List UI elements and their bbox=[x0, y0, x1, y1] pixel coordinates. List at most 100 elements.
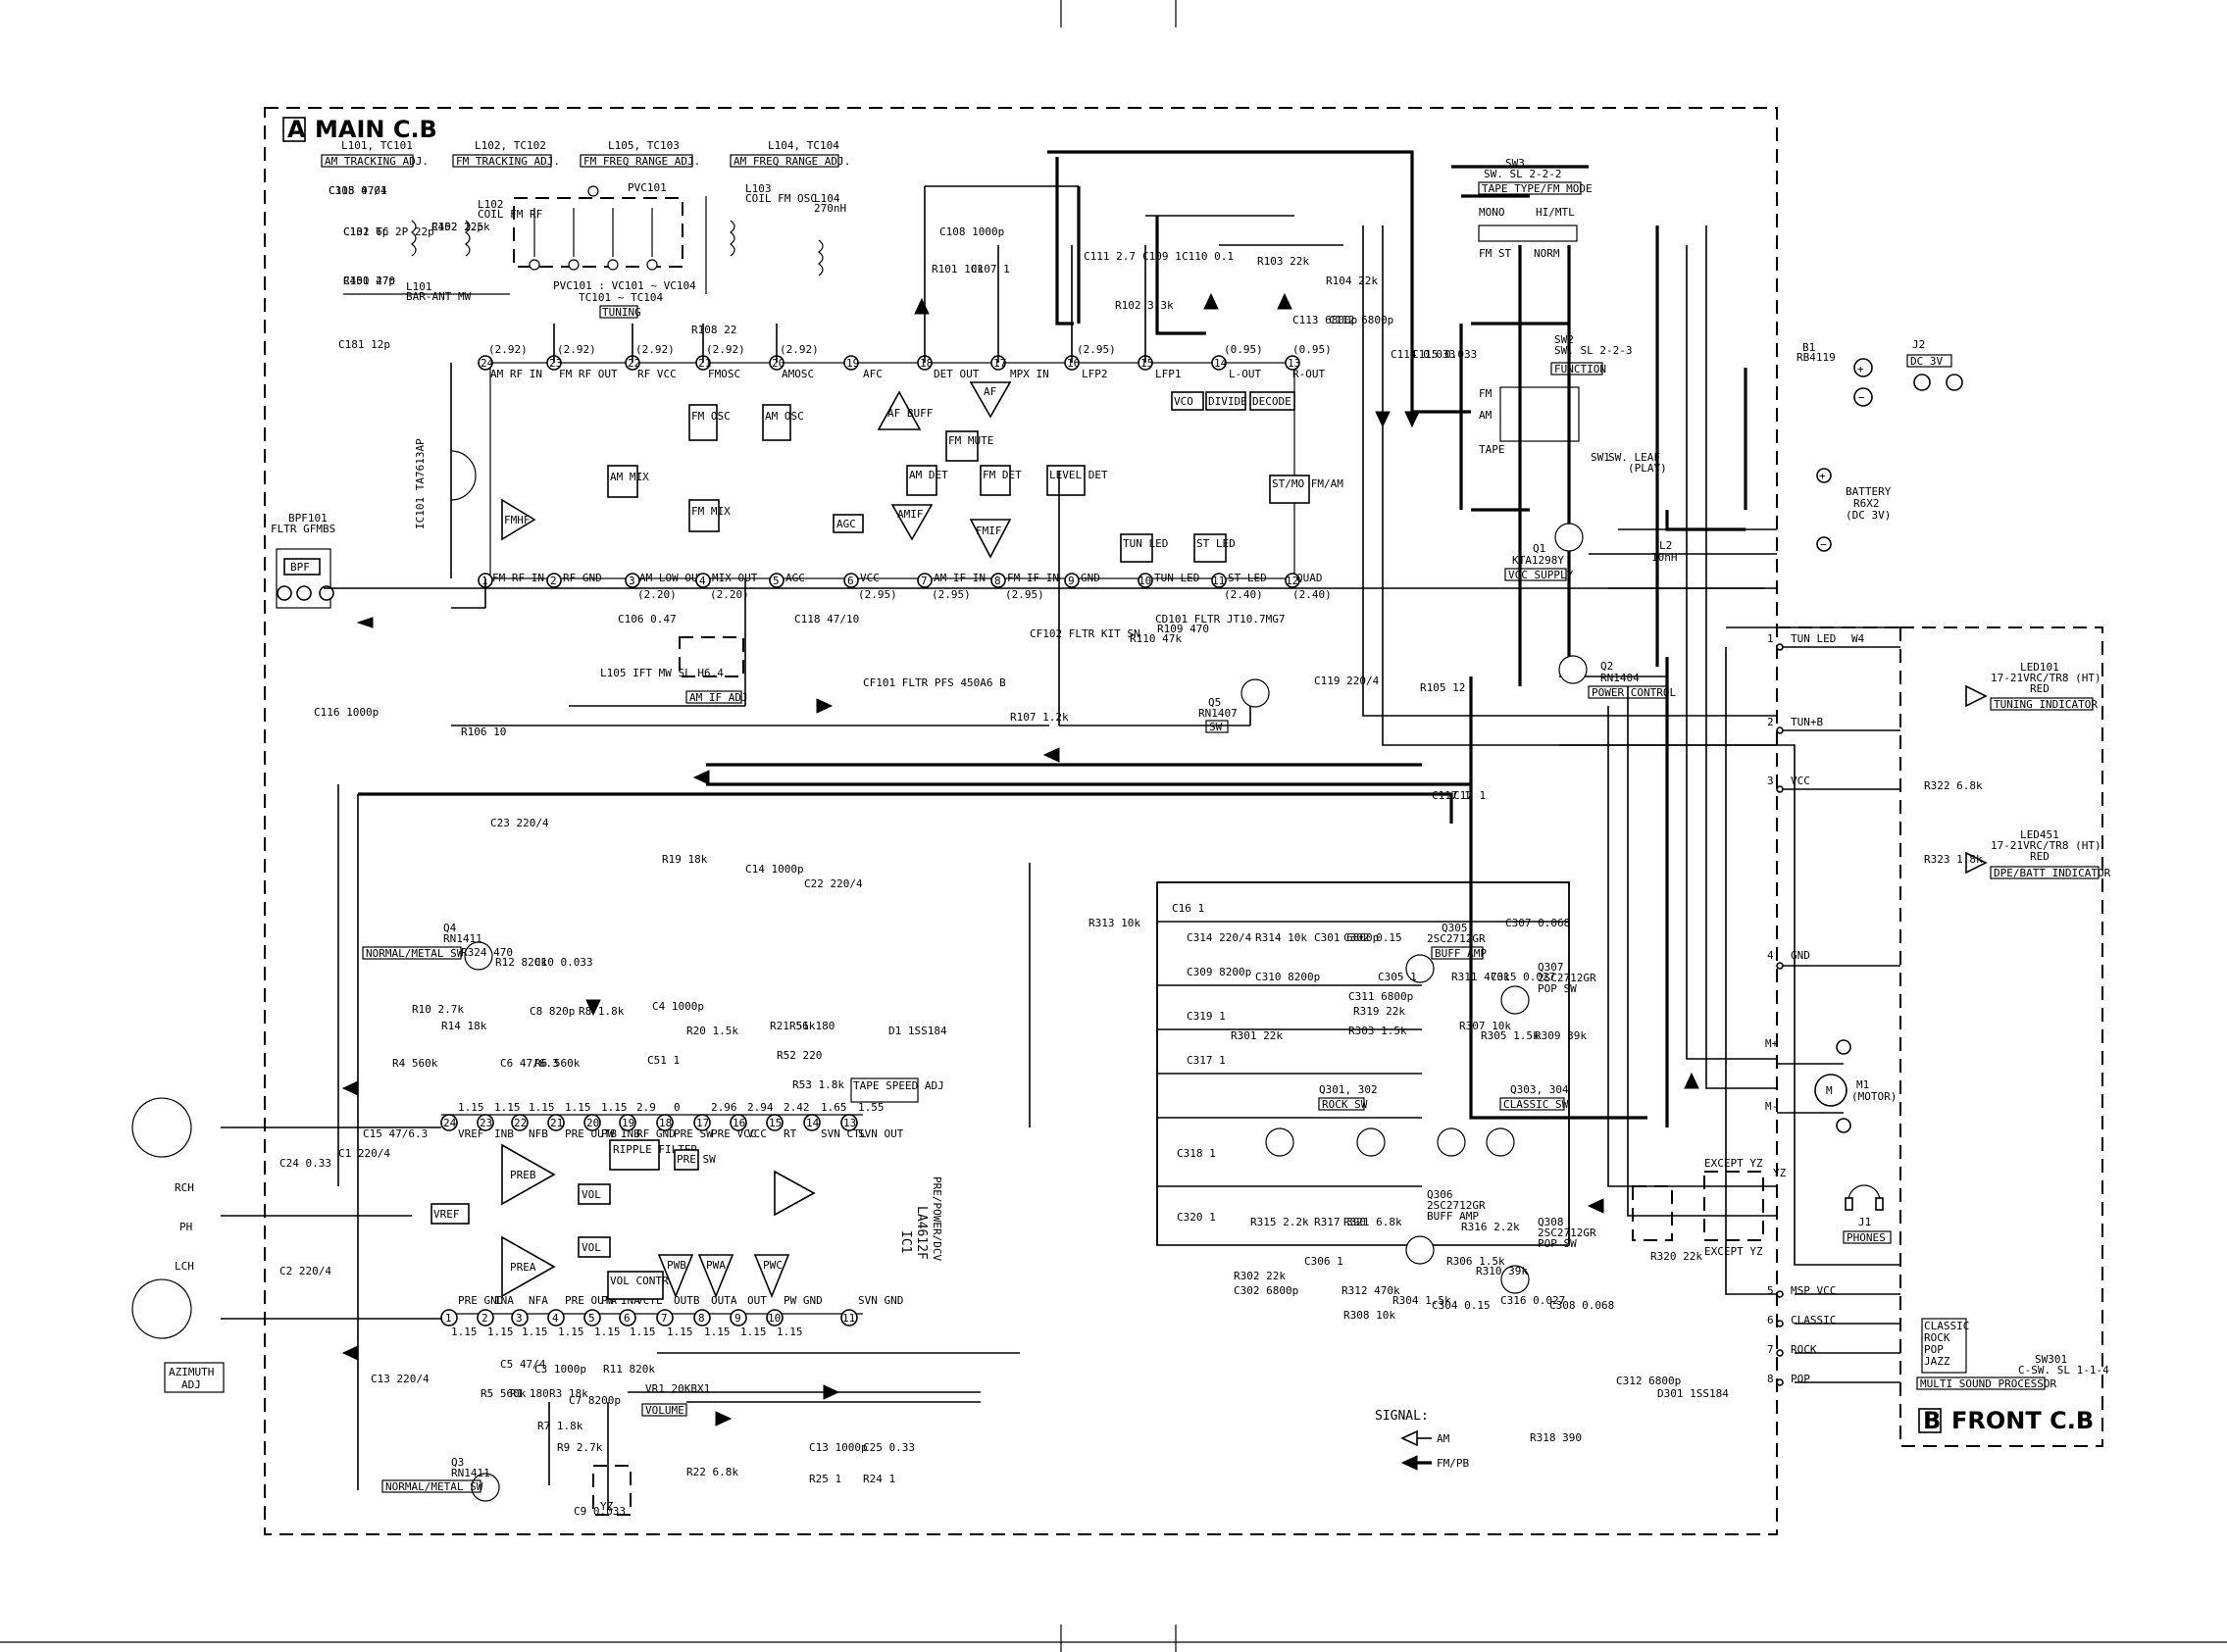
svg-text:POWER CONTROL: POWER CONTROL bbox=[1592, 686, 1676, 699]
component-label: C132 6p bbox=[343, 225, 388, 238]
svg-text:RED: RED bbox=[2030, 850, 2050, 863]
svg-text:PWC: PWC bbox=[763, 1259, 783, 1272]
component-label: R14 18k bbox=[441, 1020, 487, 1032]
svg-text:PRE OUTA: PRE OUTA bbox=[565, 1294, 617, 1307]
svg-text:OUTB: OUTB bbox=[674, 1294, 700, 1307]
component-label: C15 47/6.3 bbox=[363, 1127, 428, 1140]
component-label: C302 6800p bbox=[1234, 1284, 1298, 1297]
led451-battery: LED451 17-21VRC/TR8 (HT) RED DPE/BATT IN… bbox=[1965, 828, 2111, 879]
component-label: C14 1000p bbox=[745, 863, 804, 876]
component-label: C13 1000p bbox=[809, 1441, 868, 1454]
svg-text:MONO: MONO bbox=[1479, 206, 1505, 219]
component-label: R315 2.2k bbox=[1250, 1216, 1309, 1228]
svg-text:HI/MTL: HI/MTL bbox=[1536, 206, 1575, 219]
svg-text:L105, TC103: L105, TC103 bbox=[608, 139, 680, 152]
component-label: C101 TC 2P 22p bbox=[343, 225, 434, 238]
component-label: R24 1 bbox=[863, 1473, 895, 1485]
component-label: R322 6.8k bbox=[1924, 779, 1983, 792]
svg-text:TUN LED: TUN LED bbox=[1154, 572, 1199, 584]
svg-text:AMIF: AMIF bbox=[897, 508, 924, 521]
svg-text:21: 21 bbox=[698, 357, 711, 370]
component-label: R318 390 bbox=[1530, 1431, 1582, 1444]
component-label: R304 1.5k bbox=[1392, 1294, 1451, 1307]
component-label: C314 220/4 bbox=[1187, 931, 1252, 944]
svg-text:VOLUME: VOLUME bbox=[645, 1404, 684, 1417]
svg-text:8: 8 bbox=[1767, 1373, 1774, 1385]
svg-text:7: 7 bbox=[661, 1312, 668, 1325]
component-label: R107 1.2k bbox=[1010, 711, 1069, 724]
component-label: R301 22k bbox=[1231, 1029, 1283, 1042]
svg-text:B1: B1 bbox=[1802, 341, 1815, 354]
svg-text:FRONT C.B: FRONT C.B bbox=[1951, 1407, 2094, 1434]
svg-text:M-: M- bbox=[1765, 1100, 1778, 1113]
svg-text:1.55: 1.55 bbox=[858, 1101, 885, 1114]
svg-text:19: 19 bbox=[846, 357, 859, 370]
svg-text:DIVIDE: DIVIDE bbox=[1208, 395, 1247, 408]
svg-text:YZ: YZ bbox=[600, 1500, 614, 1513]
svg-text:DC 3V: DC 3V bbox=[1910, 355, 1943, 368]
component-label: R53 1.8k bbox=[792, 1078, 844, 1091]
svg-text:1.15: 1.15 bbox=[740, 1326, 767, 1338]
component-label: C308 0.068 bbox=[1549, 1299, 1614, 1312]
component-label: C109 1 bbox=[1142, 250, 1182, 263]
svg-text:L102: L102 bbox=[478, 198, 504, 211]
adjust-labels: L101, TC101 AM TRACKING ADJ. L102, TC102… bbox=[321, 139, 850, 168]
svg-text:FM OSC: FM OSC bbox=[691, 410, 731, 423]
svg-text:(2.20): (2.20) bbox=[637, 588, 677, 601]
svg-text:AM LOW OUT: AM LOW OUT bbox=[639, 572, 705, 584]
svg-text:20: 20 bbox=[772, 357, 785, 370]
svg-text:(2.92): (2.92) bbox=[488, 343, 528, 356]
svg-text:SIGNAL:: SIGNAL: bbox=[1375, 1409, 1429, 1424]
component-label: R105 12 bbox=[1420, 681, 1465, 694]
component-label: C311 6800p bbox=[1348, 990, 1413, 1003]
svg-text:B: B bbox=[1923, 1407, 1941, 1434]
component-label: C118 47/10 bbox=[794, 613, 859, 626]
main-board-title: A MAIN C.B bbox=[282, 116, 437, 143]
svg-text:SVN GND: SVN GND bbox=[858, 1294, 903, 1307]
component-label: C17 1 bbox=[1453, 789, 1486, 802]
svg-text:(2.92): (2.92) bbox=[706, 343, 745, 356]
component-label: C100 47p bbox=[343, 275, 395, 287]
svg-text:Q303, 304: Q303, 304 bbox=[1510, 1083, 1569, 1096]
svg-text:(MOTOR): (MOTOR) bbox=[1851, 1090, 1897, 1103]
component-label: C23 220/4 bbox=[490, 817, 549, 829]
component-label: C302 0.15 bbox=[1343, 931, 1402, 944]
svg-text:L102, TC102: L102, TC102 bbox=[475, 139, 546, 152]
svg-text:14: 14 bbox=[1214, 357, 1228, 370]
svg-text:2SC2712GR: 2SC2712GR bbox=[1427, 1199, 1486, 1212]
component-label: R451 270 bbox=[343, 275, 395, 287]
component-label: C305 1 bbox=[1378, 971, 1417, 983]
component-label: C6 47/6.3 bbox=[500, 1057, 559, 1070]
svg-text:D1 1SS184: D1 1SS184 bbox=[888, 1025, 947, 1037]
svg-text:1.15: 1.15 bbox=[451, 1326, 478, 1338]
svg-text:2: 2 bbox=[550, 575, 557, 587]
svg-text:3: 3 bbox=[516, 1312, 523, 1325]
svg-text:ROCK: ROCK bbox=[1791, 1343, 1817, 1356]
component-label: R1 180 bbox=[510, 1387, 549, 1400]
sw2-function: SW2 SW. SL 2-2-3 FUNCTION FM AM TAPE bbox=[1479, 333, 1632, 456]
svg-text:L2: L2 bbox=[1659, 539, 1672, 552]
svg-text:Q305: Q305 bbox=[1442, 922, 1468, 934]
component-label: C307 0.068 bbox=[1505, 917, 1570, 929]
component-label: C51 1 bbox=[647, 1054, 680, 1067]
component-label: C319 1 bbox=[1187, 1010, 1226, 1023]
svg-text:MIX OUT: MIX OUT bbox=[712, 572, 758, 584]
svg-text:AMOSC: AMOSC bbox=[782, 368, 814, 380]
component-label: C2 220/4 bbox=[279, 1265, 331, 1277]
svg-text:AFC: AFC bbox=[863, 368, 883, 380]
component-label: C10 0.033 bbox=[534, 956, 593, 969]
power-input: J2 DC 3V +− B1 RB4119 BATTERY R6X2 (DC 3… bbox=[1651, 338, 1963, 564]
coil-labels: L102 COIL FM RF L103 COIL FM OSC L104 27… bbox=[406, 182, 846, 303]
tape-head: RCH PH LCH AZIMUTH ADJ bbox=[131, 1097, 225, 1393]
eq-section-wiring bbox=[1156, 881, 1570, 1246]
svg-text:MPX IN: MPX IN bbox=[1010, 368, 1049, 380]
component-label: C1 220/4 bbox=[338, 1147, 390, 1160]
svg-text:1.65: 1.65 bbox=[821, 1101, 847, 1114]
svg-text:2: 2 bbox=[1767, 716, 1774, 728]
svg-text:TUN LED: TUN LED bbox=[1791, 632, 1836, 645]
svg-text:270nH: 270nH bbox=[814, 202, 846, 215]
svg-text:1.15: 1.15 bbox=[594, 1326, 621, 1338]
bpf101-filter: BPF101 FLTR GFMBS BPF bbox=[271, 512, 335, 609]
svg-text:L103: L103 bbox=[745, 182, 772, 195]
component-label: R7 1.8k bbox=[537, 1420, 583, 1432]
